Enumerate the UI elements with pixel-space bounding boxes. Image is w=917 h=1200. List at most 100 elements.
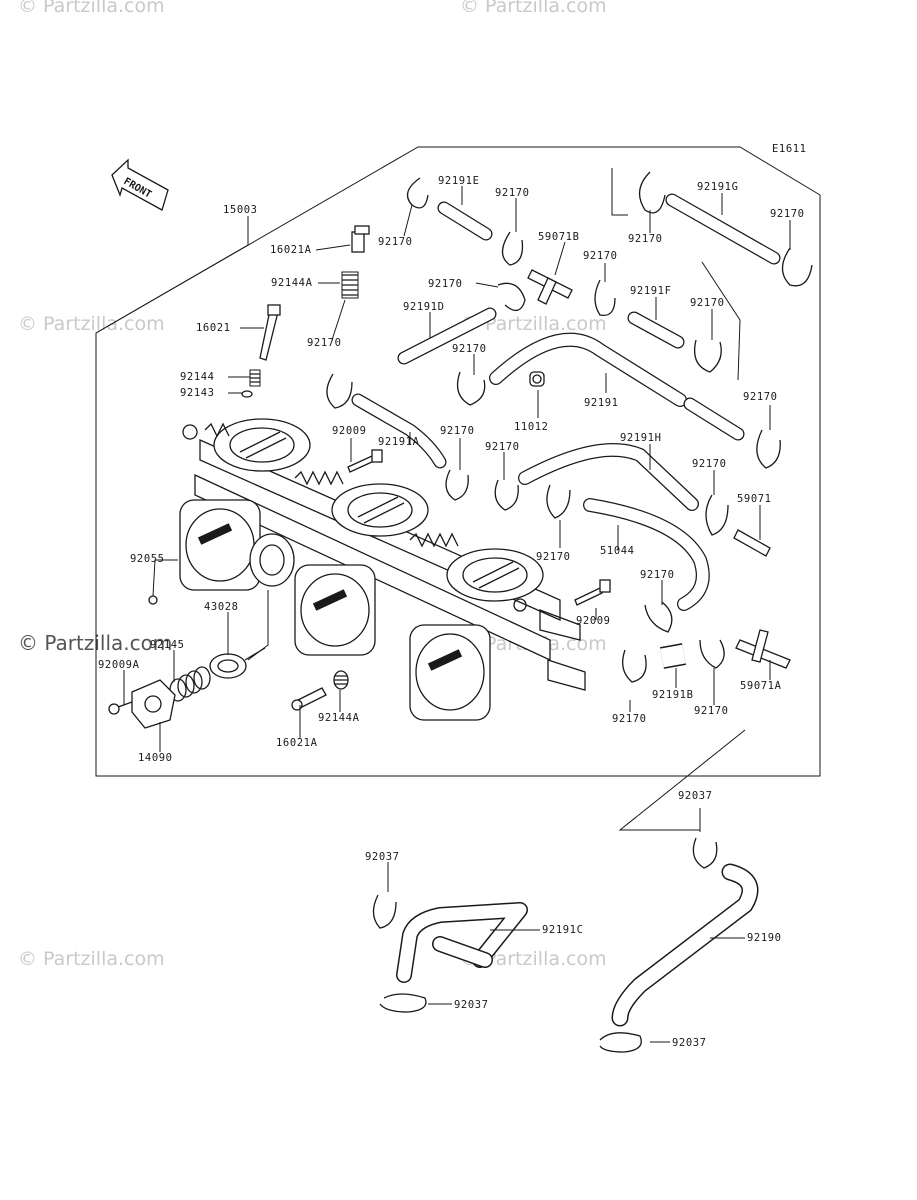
part-label[interactable]: 92191F	[630, 285, 672, 297]
hose-92191D	[397, 307, 497, 365]
float-chamber-3	[409, 624, 491, 721]
watermark: © Partzilla.com	[18, 0, 165, 17]
part-label[interactable]: 59071B	[538, 231, 580, 243]
spring-92144A	[341, 271, 359, 299]
part-label[interactable]: 92170	[378, 236, 413, 248]
float-chamber-1	[179, 499, 261, 591]
hose-92191E	[437, 201, 493, 241]
part-label[interactable]: 16021A	[270, 244, 312, 256]
clamp-icon	[406, 177, 429, 209]
part-label[interactable]: 92037	[672, 1037, 707, 1049]
part-label[interactable]: 92191C	[542, 924, 584, 936]
watermark: © Partzilla.com	[18, 313, 165, 335]
screw-92009A	[108, 701, 133, 715]
clamp-icon	[497, 282, 526, 312]
part-label[interactable]: 59071A	[740, 680, 782, 692]
part-label[interactable]: 92170	[485, 441, 520, 453]
part-label[interactable]: 92191G	[697, 181, 739, 193]
watermarks: © Partzilla.com © Partzilla.com © Partzi…	[18, 0, 607, 970]
clamps	[326, 171, 813, 1053]
clamp-icon	[501, 231, 524, 266]
spring-92145	[169, 666, 211, 702]
part-label[interactable]: 92191H	[620, 432, 662, 444]
diaphragm-inner	[217, 659, 239, 673]
hose-92190	[611, 863, 759, 1027]
part-label[interactable]: 92170	[440, 425, 475, 437]
part-label[interactable]: 92037	[454, 999, 489, 1011]
spring-92144	[249, 369, 261, 387]
hose-92191	[489, 332, 687, 407]
part-label[interactable]: 92144	[180, 371, 215, 383]
clamp-icon	[372, 894, 397, 929]
part-label[interactable]: 92170	[770, 208, 805, 220]
clamp-icon	[693, 339, 722, 373]
part-label[interactable]: 15003	[223, 204, 258, 216]
part-label[interactable]: 92170	[612, 713, 647, 725]
part-label[interactable]: 92009A	[98, 659, 140, 671]
part-label[interactable]: 92037	[365, 851, 400, 863]
fitting-59071	[733, 529, 771, 557]
part-label[interactable]: 43028	[204, 601, 239, 613]
clamp-icon	[756, 429, 781, 469]
part-label[interactable]: 92170	[307, 337, 342, 349]
part-label[interactable]: 92009	[576, 615, 611, 627]
t-fitting-59071A	[735, 629, 791, 669]
clamp-icon	[326, 373, 353, 409]
bolt-92009-top	[347, 449, 383, 473]
hose-92191-short	[683, 397, 745, 441]
part-label[interactable]: 92170	[452, 343, 487, 355]
part-label[interactable]: 92170	[694, 705, 729, 717]
part-label[interactable]: 92037	[678, 790, 713, 802]
needle-16021	[259, 304, 281, 361]
part-label[interactable]: 92170	[495, 187, 530, 199]
part-label[interactable]: 92009	[332, 425, 367, 437]
hose-92191G	[665, 193, 781, 265]
part-label[interactable]: 51044	[600, 545, 635, 557]
part-label[interactable]: 92170	[628, 233, 663, 245]
part-label[interactable]: 16021	[196, 322, 231, 334]
carb-body-2	[331, 483, 429, 537]
part-label[interactable]: 16021A	[276, 737, 318, 749]
clamp-icon	[781, 247, 813, 287]
bolt-92009-mid	[574, 579, 611, 606]
clamp-icon	[692, 837, 718, 869]
part-labels: 15003 16021A 92144A 16021 92170 92144 92…	[98, 175, 805, 1049]
front-arrow-icon: FRONT	[111, 158, 169, 211]
part-label[interactable]: 92191	[584, 397, 619, 409]
part-label[interactable]: 92170	[640, 569, 675, 581]
o-ring-92055	[148, 595, 158, 605]
hose-51044	[583, 498, 710, 611]
adjust-screw-16021A	[351, 225, 370, 253]
part-label[interactable]: 59071	[737, 493, 772, 505]
watermark: © Partzilla.com	[460, 313, 607, 335]
part-label[interactable]: 14090	[138, 752, 173, 764]
part-label[interactable]: 92143	[180, 387, 215, 399]
hose-92191C	[396, 902, 528, 983]
clamp-icon	[644, 601, 673, 633]
part-label[interactable]: 92190	[747, 932, 782, 944]
part-label[interactable]: 92191B	[652, 689, 694, 701]
leader-lines	[95, 186, 791, 1043]
part-label[interactable]: 92191E	[438, 175, 480, 187]
clamp-icon	[594, 279, 616, 317]
part-label[interactable]: 92170	[536, 551, 571, 563]
clamp-icon	[456, 371, 486, 406]
part-label[interactable]: 11012	[514, 421, 549, 433]
part-label[interactable]: 92055	[130, 553, 165, 565]
part-label[interactable]: 92145	[150, 639, 185, 651]
clamp-icon	[494, 479, 519, 511]
watermark: © Partzilla.com	[460, 0, 607, 17]
washer-92143	[241, 390, 253, 398]
part-label[interactable]: 92170	[690, 297, 725, 309]
part-label[interactable]: 92191A	[378, 436, 420, 448]
part-label[interactable]: 92170	[428, 278, 463, 290]
part-label[interactable]: 92144A	[271, 277, 313, 289]
part-label[interactable]: 92170	[583, 250, 618, 262]
part-label[interactable]: 92191D	[403, 301, 445, 313]
part-label[interactable]: 92170	[692, 458, 727, 470]
watermark: © Partzilla.com	[18, 631, 172, 655]
hose-92191F	[627, 311, 685, 349]
plug-11012	[529, 371, 545, 387]
part-label[interactable]: 92144A	[318, 712, 360, 724]
part-label[interactable]: 92170	[743, 391, 778, 403]
